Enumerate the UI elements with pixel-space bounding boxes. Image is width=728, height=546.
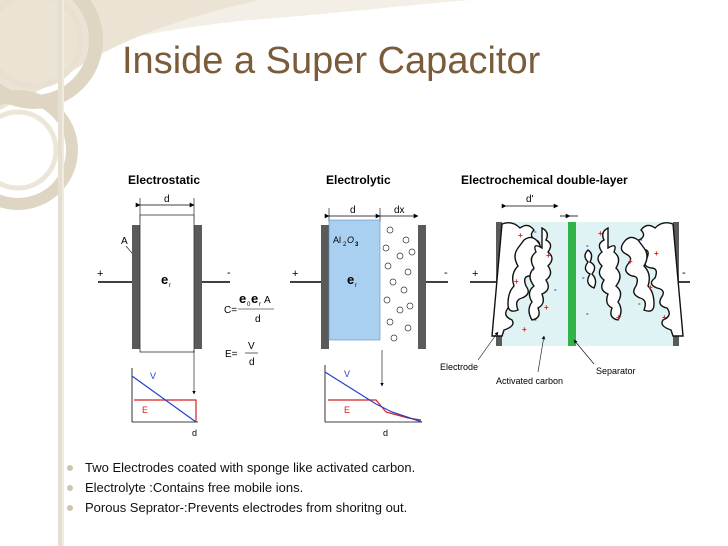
field-label: E	[142, 405, 148, 415]
svg-text:+: +	[662, 313, 667, 322]
plus-terminal: +	[97, 268, 103, 280]
plus-terminal-electrolytic: +	[292, 268, 298, 280]
svg-text:-: -	[640, 235, 643, 244]
capacitance-formula-lhs: C=	[224, 305, 237, 316]
cathode-plate	[418, 225, 426, 349]
electrode-label: Electrode	[440, 362, 478, 372]
svg-text:e: e	[251, 291, 258, 306]
svg-text:d: d	[249, 357, 255, 368]
field-formula-lhs: E=	[225, 349, 238, 360]
bullet-list: Two Electrodes coated with sponge like a…	[66, 458, 415, 518]
minus-terminal-electrolytic: -	[444, 267, 448, 279]
graph-d-label: d	[192, 428, 197, 438]
svg-text:+: +	[598, 229, 603, 238]
svg-text:r: r	[259, 302, 261, 308]
voltage-curve	[131, 375, 197, 423]
minus-terminal-double-layer: -	[682, 267, 686, 279]
svg-text:-: -	[554, 285, 557, 294]
activated-carbon-label: Activated carbon	[496, 376, 563, 386]
svg-text:+: +	[628, 257, 633, 266]
svg-text:A: A	[264, 295, 271, 306]
svg-text:2: 2	[343, 242, 347, 248]
svg-text:r: r	[169, 283, 171, 289]
svg-text:-: -	[638, 299, 641, 308]
voltage-label: V	[150, 371, 156, 381]
svg-text:-: -	[586, 309, 589, 318]
positive-electrode-plate	[132, 225, 140, 349]
activated-carbon-left	[491, 221, 553, 337]
electrolytic-heading: Electrolytic	[326, 173, 391, 187]
area-label: A	[121, 236, 128, 247]
double-layer-panel: Electrochemical double-layer d' +	[440, 173, 690, 386]
svg-text:+: +	[544, 303, 549, 312]
ion-signs: + + + + + + + + + + + - - - - - - - - -	[514, 227, 667, 334]
svg-text:e: e	[239, 291, 246, 306]
electrostatic-heading: Electrostatic	[128, 173, 200, 187]
svg-text:E: E	[344, 405, 350, 415]
svg-text:+: +	[654, 249, 659, 258]
oxide-layer	[328, 219, 381, 341]
distance-label: d	[164, 194, 170, 205]
minus-terminal: -	[227, 267, 231, 279]
electrolytic-panel: Electrolytic d dx Al 2 O 3 +	[290, 173, 448, 438]
bullet-item: Electrolyte :Contains free mobile ions.	[66, 478, 415, 498]
svg-text:V: V	[248, 341, 255, 352]
svg-text:-: -	[534, 315, 537, 324]
bullet-item: Two Electrodes coated with sponge like a…	[66, 458, 415, 478]
svg-text:r: r	[355, 283, 357, 289]
d-prime-label: d'	[526, 194, 534, 205]
capacitor-types-figure: Electrostatic d A + - e r C= e 0 e r A d	[88, 160, 692, 445]
capacitor-diagram: Electrostatic d A + - e r C= e 0 e r A d	[97, 173, 690, 438]
svg-text:-: -	[534, 227, 537, 236]
double-layer-heading: Electrochemical double-layer	[461, 173, 628, 187]
separator	[568, 222, 576, 346]
distance-label-electrolytic: d	[350, 205, 356, 216]
bullet-item: Porous Seprator-:Prevents electrodes fro…	[66, 498, 415, 518]
electrolyte-ions	[382, 226, 416, 342]
permittivity-symbol-electrolytic: e	[347, 272, 354, 287]
activated-carbon-right	[584, 221, 684, 337]
negative-electrode-plate	[194, 225, 202, 349]
svg-text:V: V	[344, 369, 350, 379]
svg-text:-: -	[586, 241, 589, 250]
slide-title: Inside a Super Capacitor	[122, 40, 541, 82]
svg-text:-: -	[532, 265, 535, 274]
oxide-label: Al	[333, 235, 341, 245]
svg-text:-: -	[582, 273, 585, 282]
permittivity-symbol: e	[161, 272, 168, 287]
field-curve	[134, 399, 197, 422]
svg-text:3: 3	[355, 242, 359, 248]
svg-text:0: 0	[247, 302, 251, 308]
svg-text:+: +	[522, 325, 527, 334]
separator-label: Separator	[596, 366, 636, 376]
svg-text:+: +	[514, 277, 519, 286]
svg-text:d: d	[255, 314, 261, 325]
plus-terminal-double-layer: +	[472, 268, 478, 280]
svg-text:O: O	[347, 235, 354, 245]
svg-text:+: +	[546, 251, 551, 260]
dx-label: dx	[394, 205, 405, 216]
svg-text:+: +	[648, 283, 653, 292]
electrostatic-panel: Electrostatic d A + - e r C= e 0 e r A d	[97, 173, 274, 438]
svg-text:d: d	[383, 428, 388, 438]
svg-text:+: +	[616, 313, 621, 322]
dielectric	[139, 214, 195, 353]
anode-plate	[321, 225, 329, 349]
svg-text:+: +	[518, 231, 523, 240]
voltage-curve-electrolytic	[324, 371, 423, 423]
